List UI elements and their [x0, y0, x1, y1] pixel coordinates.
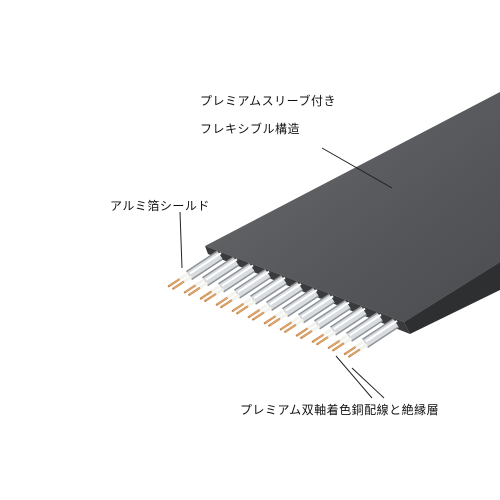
copper-highlight: [189, 287, 201, 295]
foil-shield: [250, 276, 287, 304]
label-sleeve-line2: フレキシブル構造: [200, 122, 301, 136]
inner-insulation: [321, 328, 332, 337]
inner-insulation: [326, 330, 337, 339]
copper-highlight: [297, 328, 308, 336]
copper-highlight: [205, 293, 217, 301]
shield-highlight: [237, 270, 270, 293]
inner-insulation: [246, 300, 257, 309]
copper-highlight: [233, 303, 244, 311]
copper-highlight: [281, 322, 292, 330]
copper-highlight: [329, 340, 340, 348]
leader-wire-b: [351, 367, 385, 399]
shield-highlight: [269, 283, 302, 306]
shield-highlight: [253, 276, 286, 300]
inner-insulation: [177, 273, 188, 281]
label-wire-insulation: プレミアム双軸着色銅配線と絶縁層: [240, 403, 440, 417]
foil-shield: [266, 282, 303, 310]
inner-insulation: [209, 285, 220, 294]
shield-highlight: [285, 289, 318, 312]
inner-insulation: [305, 322, 316, 331]
shield-highlight: [205, 258, 238, 281]
leader-foil: [179, 211, 183, 269]
foil-shield: [218, 264, 255, 292]
inner-insulation: [182, 275, 193, 284]
foil-shield: [362, 319, 399, 347]
inner-insulation: [353, 340, 364, 349]
leader-wire-a: [335, 355, 373, 399]
foil-shield: [202, 257, 239, 286]
inner-insulation: [241, 297, 252, 306]
copper-highlight: [237, 305, 249, 314]
foil-shield: [186, 251, 223, 279]
shield-highlight: [349, 313, 382, 337]
copper-highlight: [349, 349, 361, 357]
inner-insulation: [337, 334, 348, 343]
copper-highlight: [317, 336, 329, 345]
foil-shield: [314, 301, 351, 329]
cable-jacket-side: [404, 262, 500, 334]
leader-sleeve: [321, 147, 393, 189]
inner-insulation: [342, 337, 353, 346]
wire-group: [167, 250, 400, 358]
cable-jacket-top: [205, 92, 500, 322]
shield-highlight: [189, 252, 222, 275]
copper-highlight: [269, 318, 281, 326]
copper-highlight: [333, 342, 345, 351]
copper-highlight: [249, 309, 260, 317]
inner-insulation: [257, 303, 268, 312]
inner-insulation: [294, 318, 305, 327]
label-foil-shield: アルミ箔シールド: [110, 199, 210, 213]
copper-highlight: [253, 312, 265, 320]
foil-shield: [298, 294, 335, 323]
copper-highlight: [217, 297, 228, 305]
inner-insulation: [310, 324, 321, 333]
shield-highlight: [333, 307, 366, 330]
shield-highlight: [301, 295, 334, 318]
shield-highlight: [365, 320, 398, 343]
copper-highlight: [301, 330, 313, 338]
inner-insulation: [225, 291, 236, 300]
inner-insulation: [358, 343, 369, 352]
copper-highlight: [221, 299, 233, 308]
shield-highlight: [221, 264, 254, 287]
inner-insulation: [273, 310, 284, 318]
copper-highlight: [265, 315, 276, 324]
copper-highlight: [173, 281, 185, 289]
copper-highlight: [169, 278, 180, 287]
foil-shield: [346, 313, 383, 341]
foil-shield: [330, 307, 367, 335]
inner-insulation: [214, 287, 225, 296]
inner-insulation: [198, 281, 209, 290]
inner-insulation: [230, 293, 241, 302]
inner-insulation: [262, 306, 273, 315]
copper-highlight: [201, 291, 212, 299]
inner-insulation: [289, 316, 300, 325]
inner-insulation: [278, 312, 289, 321]
copper-highlight: [313, 334, 324, 342]
copper-highlight: [185, 285, 196, 293]
foil-shield: [234, 270, 271, 298]
foil-shield: [282, 288, 319, 316]
label-sleeve-line1: プレミアムスリーブ付き: [200, 94, 336, 108]
shield-highlight: [317, 301, 350, 324]
copper-highlight: [345, 346, 356, 354]
copper-highlight: [285, 324, 297, 332]
inner-insulation: [193, 279, 204, 288]
